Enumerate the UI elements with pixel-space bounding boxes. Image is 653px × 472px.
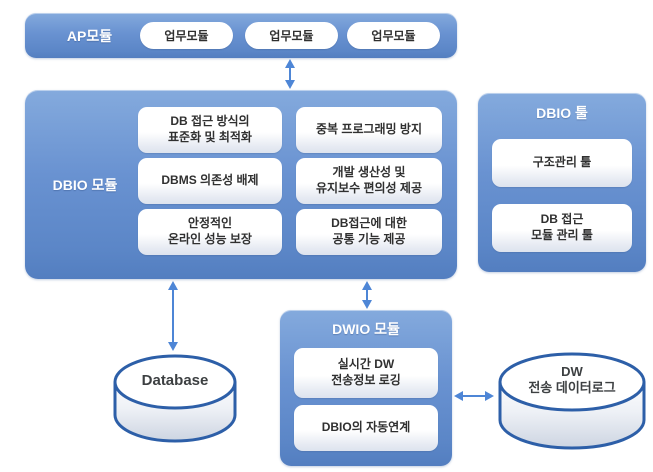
dbio-feature-box: DB접근에 대한 공통 기능 제공 bbox=[296, 209, 442, 255]
dbio-feature-box: 개발 생산성 및 유지보수 편의성 제공 bbox=[296, 158, 442, 204]
dbio-tool-title: DBIO 툴 bbox=[536, 105, 588, 121]
dbio-feature-box: 중복 프로그래밍 방지 bbox=[296, 107, 442, 153]
dw-log-label: DW 전송 데이터로그 bbox=[528, 364, 616, 396]
dbio-feature-box: DB 접근 방식의 표준화 및 최적화 bbox=[138, 107, 282, 153]
database-label: Database bbox=[141, 372, 209, 389]
dbio-feature-box: 안정적인 온라인 성능 보장 bbox=[138, 209, 282, 255]
business-module-pill: 업무모듈 bbox=[140, 22, 233, 49]
database-cylinder: Database bbox=[110, 352, 240, 446]
dwio-item: DBIO의 자동연계 bbox=[294, 405, 438, 451]
arrow-dbio-database bbox=[168, 281, 178, 351]
dbio-feature-box: DBMS 의존성 배제 bbox=[138, 158, 282, 204]
ap-module-title: AP모듈 bbox=[66, 27, 113, 44]
dwio-module-title: DWIO 모듈 bbox=[332, 321, 400, 337]
dw-log-cylinder-shape bbox=[498, 352, 646, 450]
business-module-pill: 업무모듈 bbox=[245, 22, 338, 49]
arrow-dwio-dwlog bbox=[454, 391, 494, 401]
dw-log-cylinder: DW 전송 데이터로그 bbox=[494, 350, 650, 454]
dbio-tool-item: DB 접근 모듈 관리 툴 bbox=[492, 204, 632, 252]
dbio-module-panel: DBIO 모듈 DB 접근 방식의 표준화 및 최적화 중복 프로그래밍 방지 … bbox=[25, 90, 457, 279]
business-module-pill: 업무모듈 bbox=[347, 22, 440, 49]
arrow-dbio-dwio bbox=[362, 281, 372, 309]
dwio-module-panel: DWIO 모듈 실시간 DW 전송정보 로깅 DBIO의 자동연계 bbox=[280, 310, 452, 466]
dbio-module-title: DBIO 모듈 bbox=[52, 176, 118, 193]
dwio-item: 실시간 DW 전송정보 로깅 bbox=[294, 348, 438, 398]
arrow-ap-dbio bbox=[285, 59, 295, 89]
dbio-tool-item: 구조관리 툴 bbox=[492, 139, 632, 187]
dbio-feature-grid: DB 접근 방식의 표준화 및 최적화 중복 프로그래밍 방지 DBMS 의존성… bbox=[138, 107, 442, 255]
ap-module-panel: AP모듈 업무모듈 업무모듈 업무모듈 bbox=[25, 13, 457, 58]
database-cylinder-shape bbox=[113, 354, 237, 443]
dbio-tool-panel: DBIO 툴 구조관리 툴 DB 접근 모듈 관리 툴 bbox=[478, 93, 646, 272]
